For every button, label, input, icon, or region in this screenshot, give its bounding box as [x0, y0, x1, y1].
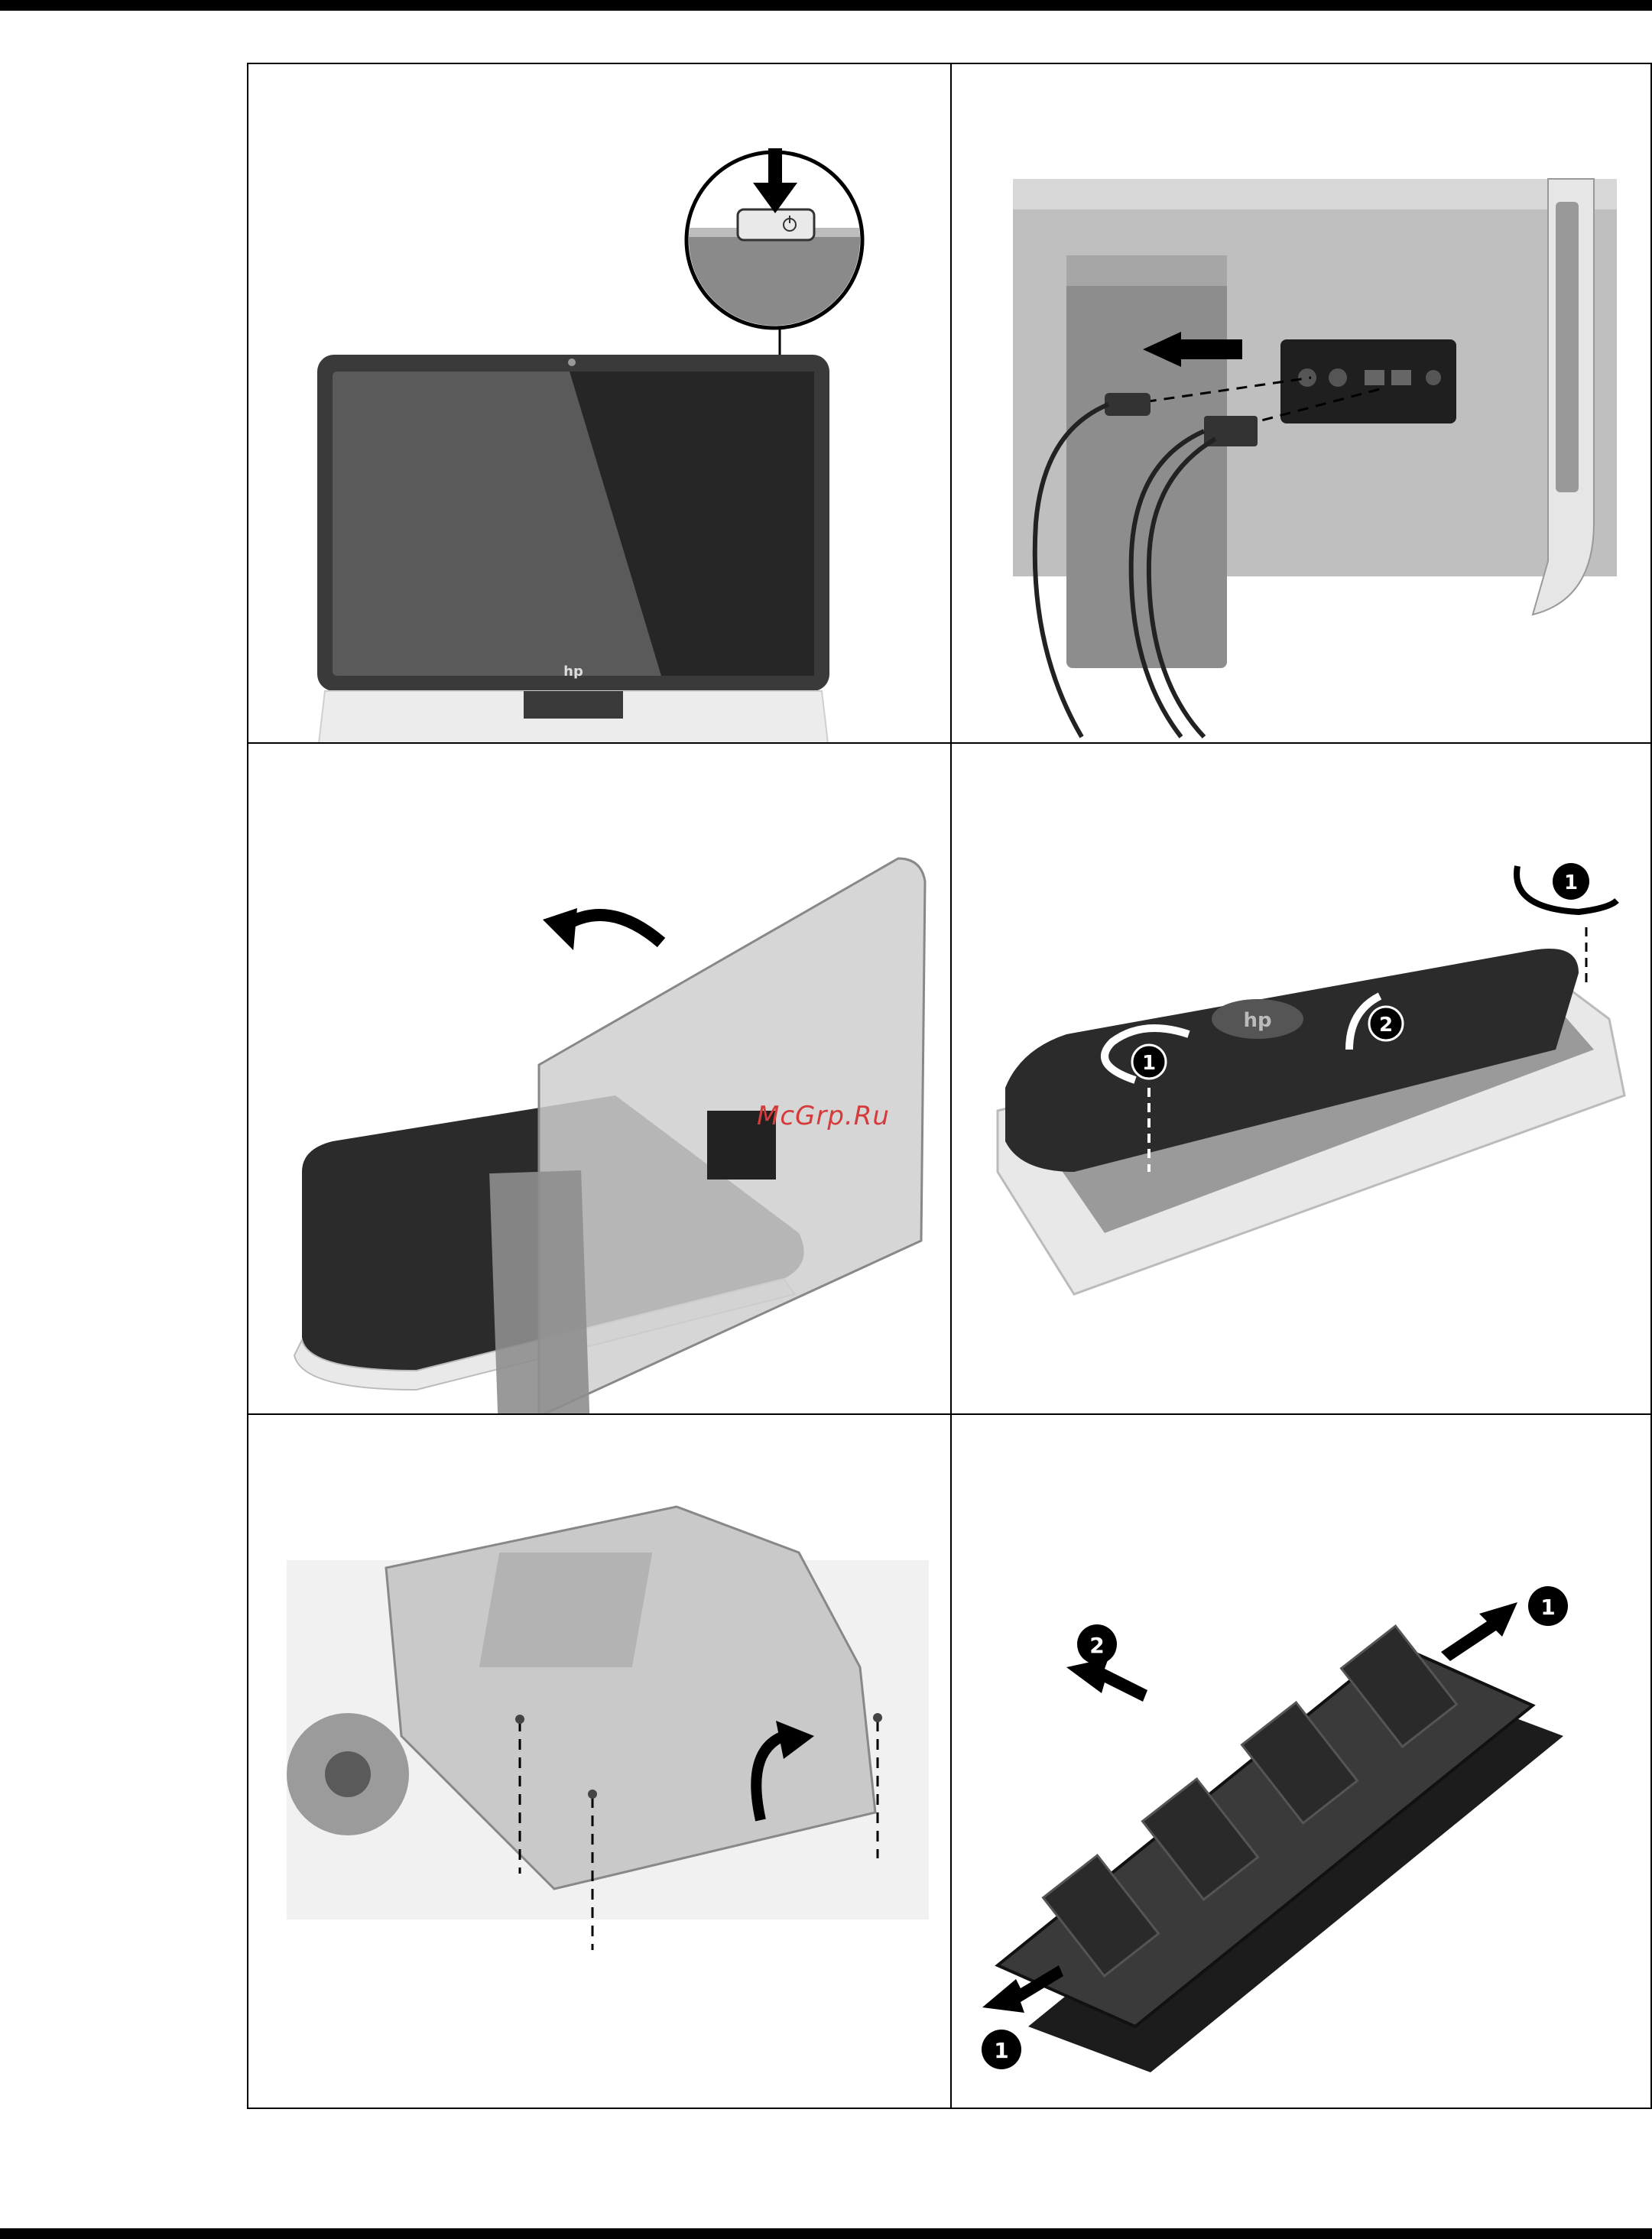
watermark: McGrp.Ru	[757, 1101, 890, 1131]
bottom-rule	[0, 2228, 1652, 2239]
svg-text:1: 1	[1564, 871, 1578, 894]
illustration-grid: hp	[247, 63, 1652, 2109]
svg-text:2: 2	[1089, 1633, 1104, 1658]
arrow-icon	[1066, 1658, 1147, 1702]
svg-text:1: 1	[994, 2038, 1008, 2063]
figure-rear-ports-cables	[952, 64, 1652, 742]
svg-text:1: 1	[1142, 1052, 1156, 1075]
callout-badge-1: 1	[1528, 1586, 1568, 1626]
callout-badge-1: 1	[982, 2030, 1021, 2069]
arrow-icon	[1441, 1602, 1517, 1661]
callout-badge-1: 1	[1553, 863, 1589, 900]
figure-remove-rear-cover: hp 1 2 1	[952, 744, 1652, 1413]
figure-monitor-power-button: hp	[248, 64, 950, 742]
figure-remove-memory-module: 1 2 1	[952, 1415, 1652, 2109]
top-rule	[0, 0, 1652, 11]
callout-badge-2: 2	[1369, 1007, 1403, 1040]
hp-logo: hp	[563, 664, 583, 680]
hp-logo: hp	[1243, 1009, 1271, 1032]
svg-text:1: 1	[1540, 1595, 1555, 1620]
zoom-callout	[684, 148, 868, 355]
svg-text:2: 2	[1379, 1014, 1393, 1037]
figure-lay-monitor-down	[248, 744, 950, 1413]
callout-badge-1: 1	[1132, 1045, 1166, 1079]
callout-badge-2: 2	[1077, 1624, 1117, 1664]
rotate-arrow-icon	[543, 908, 661, 950]
figure-remove-shield-screws	[248, 1415, 950, 2109]
monitor: hp	[317, 355, 829, 742]
